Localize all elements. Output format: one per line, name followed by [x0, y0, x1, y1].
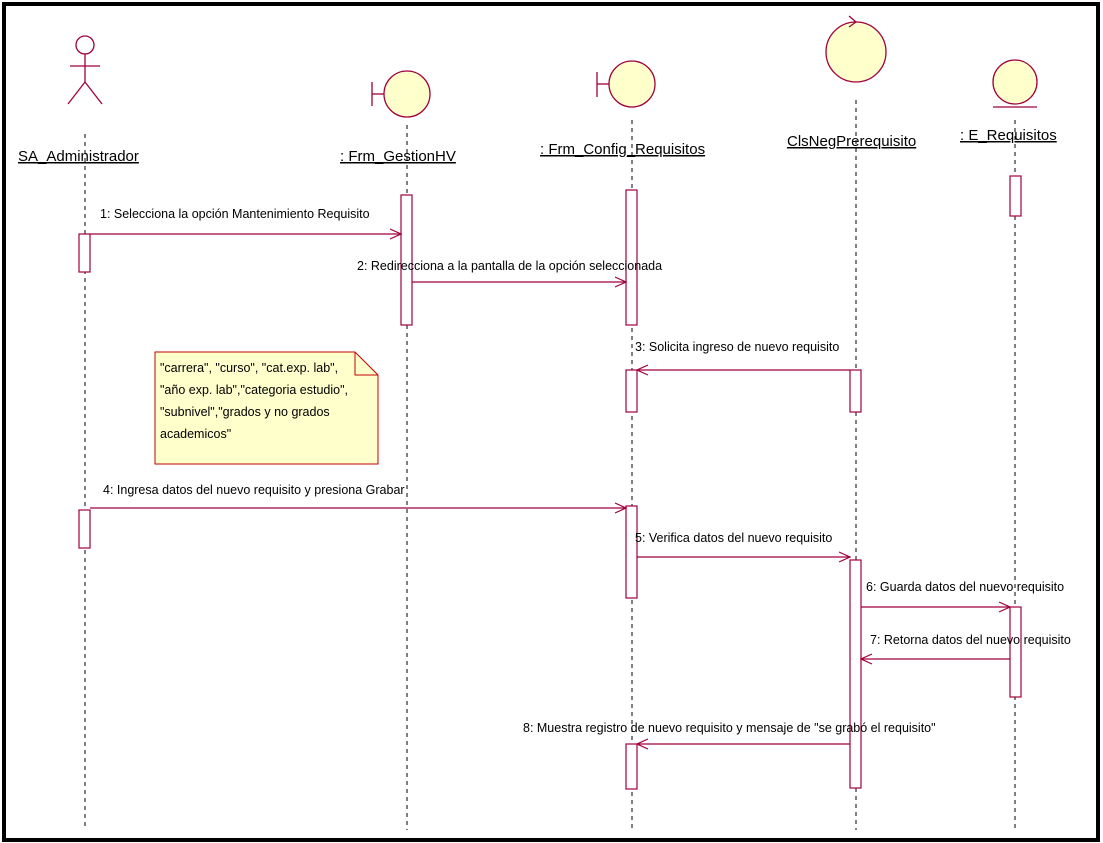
message-label: 2: Redirecciona a la pantalla de la opci…: [357, 259, 662, 273]
message-label: 3: Solicita ingreso de nuevo requisito: [635, 340, 839, 354]
boundary-icon: [596, 60, 656, 108]
note-line: "subnivel","grados y no grados: [160, 405, 330, 419]
note-line: "carrera", "curso", "cat.exp. lab",: [160, 361, 338, 375]
message-label: 1: Selecciona la opción Mantenimiento Re…: [100, 207, 370, 221]
participant-label: ClsNegPrerequisito: [787, 133, 916, 150]
boundary-icon: [371, 70, 431, 118]
activation-bar: [625, 505, 638, 599]
message-label: 7: Retorna datos del nuevo requisito: [870, 633, 1071, 647]
participant-label: : Frm_GestionHV: [340, 148, 456, 165]
note-shape: [154, 351, 379, 465]
activation-bar: [625, 189, 638, 326]
activation-bar: [849, 559, 862, 789]
note: "carrera", "curso", "cat.exp. lab", "año…: [154, 351, 379, 465]
activation-bar: [1009, 175, 1022, 217]
message-label: 4: Ingresa datos del nuevo requisito y p…: [103, 483, 405, 497]
activation-bar: [78, 509, 91, 549]
participant-label: : Frm_Config_Requisitos: [540, 141, 705, 158]
message-label: 6: Guarda datos del nuevo requisito: [866, 580, 1064, 594]
note-corner: [354, 352, 378, 376]
activation-bar: [1009, 606, 1022, 698]
activation-bar: [400, 194, 413, 326]
activation-bar: [849, 369, 862, 413]
message-label: 8: Muestra registro de nuevo requisito y…: [523, 721, 936, 735]
activation-bar: [625, 369, 638, 413]
note-line: "año exp. lab","categoria estudio",: [160, 383, 348, 397]
note-line: academicos": [160, 427, 231, 441]
entity-icon: [992, 59, 1038, 108]
activation-bar: [78, 233, 91, 273]
activation-bars: [78, 175, 1022, 790]
message-label: 5: Verifica datos del nuevo requisito: [635, 531, 832, 545]
participant-label: : E_Requisitos: [960, 127, 1057, 144]
control-icon: [825, 15, 887, 83]
activation-bar: [625, 743, 638, 790]
participant-label: SA_Administrador: [18, 148, 139, 165]
actor-icon: [67, 35, 103, 105]
